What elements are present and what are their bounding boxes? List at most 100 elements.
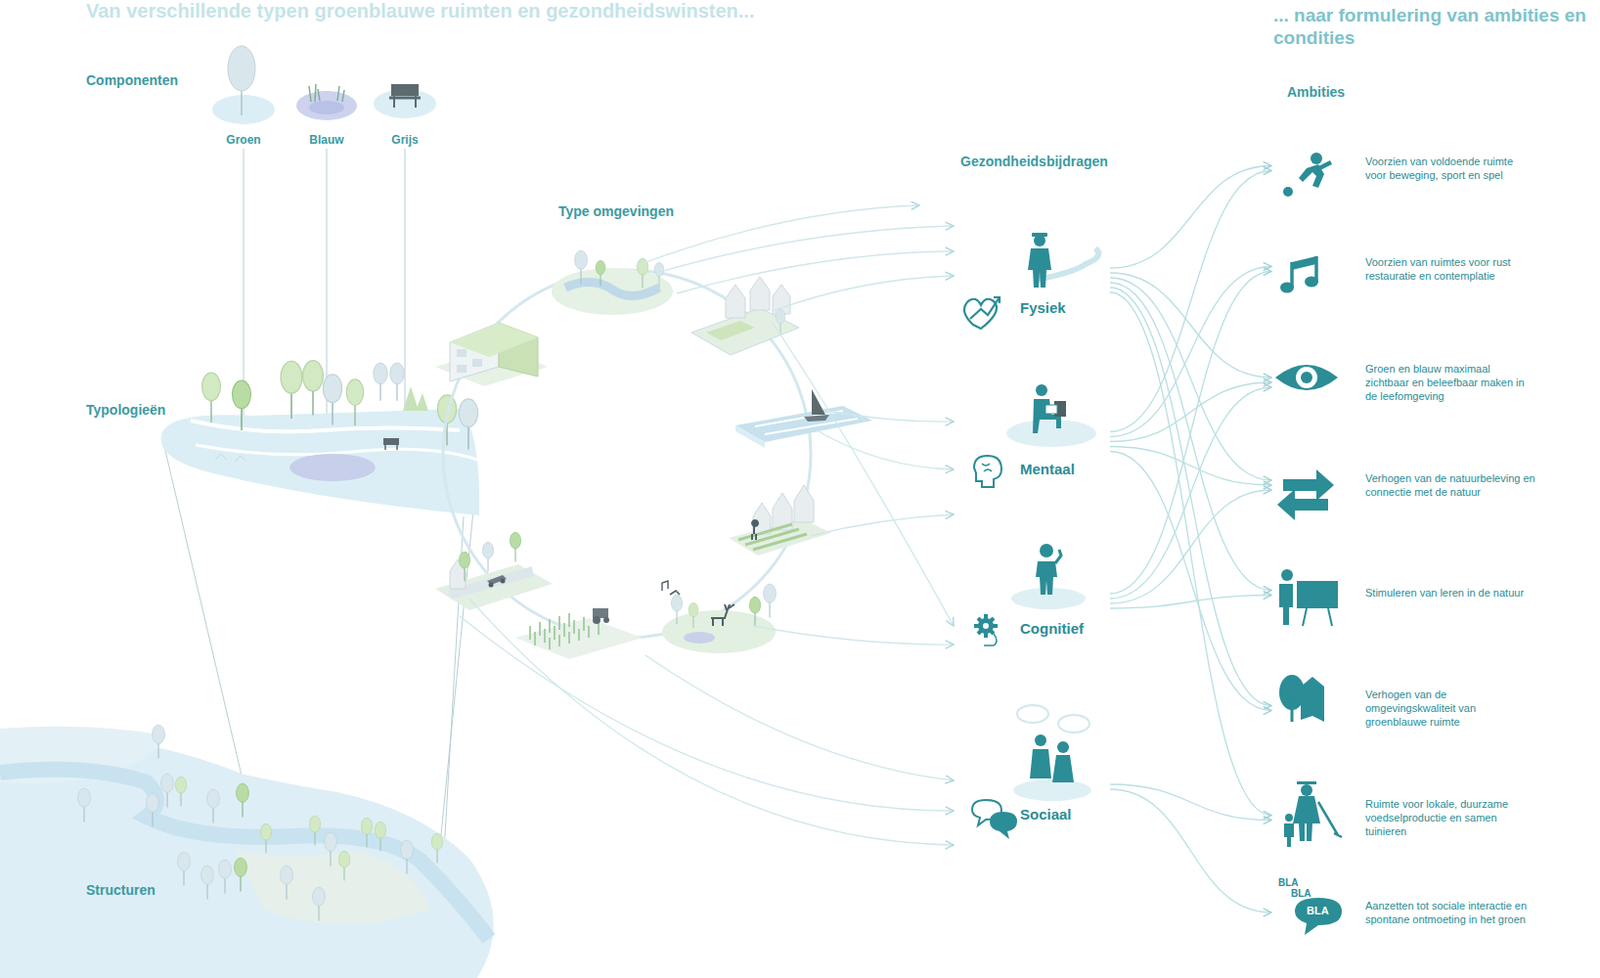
component-grey <box>373 84 437 119</box>
env-water-sailing-part <box>755 410 858 435</box>
structure-trees-part <box>338 850 350 881</box>
structure-trees-part <box>431 833 443 863</box>
flow-lines-part <box>826 410 954 422</box>
structure-trees-part <box>324 832 338 866</box>
env-nature <box>662 580 776 654</box>
column-heading: Componenten <box>86 72 178 89</box>
leader-lines-part <box>404 148 406 443</box>
health-label: Mentaal <box>1020 460 1075 478</box>
flow-lines-part <box>676 251 954 294</box>
ambition-node: Stimuleren van leren in de natuur <box>1271 565 1546 621</box>
ambition-icons-part <box>1310 152 1323 165</box>
structure-landscape-part <box>234 850 431 925</box>
typology-trees-part <box>390 362 404 401</box>
structure-landscape <box>0 726 494 978</box>
ambition-icons-part <box>1302 608 1333 626</box>
ambition-icons-part <box>1292 796 1321 842</box>
health-icons-part <box>1055 549 1062 564</box>
column-heading: Gezondheidsbijdragen <box>960 153 1109 170</box>
structure-trees-part <box>374 821 386 851</box>
env-green-street-part <box>509 532 521 562</box>
icon-text: BLA <box>1290 888 1312 899</box>
ambition-icons-part <box>1280 282 1294 294</box>
env-farmland-part <box>603 617 610 623</box>
component-blue-part <box>309 100 345 115</box>
structure-trees-part <box>236 783 250 817</box>
env-water-sailing-part <box>735 405 873 443</box>
env-park-river-part <box>575 250 588 284</box>
flow-lines-part <box>753 625 954 645</box>
connector-arrow <box>1110 282 1272 591</box>
env-nature-part <box>683 631 715 644</box>
env-nature-part <box>749 596 760 626</box>
typology-landscape-part <box>402 386 429 411</box>
ambition-icons-part <box>1318 160 1333 171</box>
typology-trees-part <box>303 360 324 416</box>
env-water-sailing-part <box>735 425 765 448</box>
ambition-icons-part <box>1318 801 1342 838</box>
page-title: Van verschillende typen groenblauwe ruim… <box>86 0 755 23</box>
environment-ring <box>443 269 811 638</box>
env-green-street-part <box>458 551 470 581</box>
flow-lines-part <box>635 205 920 267</box>
env-green-building <box>435 322 548 387</box>
typology-landscape-part <box>161 408 481 516</box>
flow-lines-part <box>772 275 954 312</box>
connector-arrow <box>1110 166 1272 269</box>
ambition-text: Voorzien van voldoende ruimte voor beweg… <box>1365 154 1537 182</box>
structure-trees-part <box>146 793 160 827</box>
column-heading: Ambities <box>1287 84 1345 100</box>
env-green-street-part <box>482 541 493 572</box>
ambition-icons-part <box>1283 186 1293 197</box>
typology-trees-part <box>322 374 342 426</box>
ambition-text: Ruimte voor lokale, duurzame voedselprod… <box>1365 797 1537 839</box>
typology-trees-part <box>280 360 303 419</box>
env-park-river-part <box>595 260 606 286</box>
env-gardens-part <box>706 320 756 341</box>
ambition-node: Groen en blauw maximaal zichtbaar en bel… <box>1271 355 1546 410</box>
env-urban-farming-part <box>738 524 807 550</box>
ambition-text: Verhogen van de omgevingskwaliteit van g… <box>1365 687 1537 729</box>
structure-trees-part <box>207 789 221 823</box>
component-green <box>212 45 275 125</box>
ambition-icons-part <box>1275 364 1338 391</box>
structure-landscape-part <box>0 739 494 978</box>
structure-trees-part <box>161 773 175 807</box>
flow-lines-part <box>459 616 954 811</box>
structure-trees-part <box>152 724 166 758</box>
typology-trees-part <box>346 379 364 426</box>
connector-arrow <box>1110 387 1272 599</box>
connector-arrow <box>1110 171 1272 433</box>
health-node: Fysiek <box>963 228 1111 332</box>
flow-lines-part <box>809 514 954 536</box>
health-icons-part <box>1035 384 1048 397</box>
health-icons-part <box>982 622 989 629</box>
ambition-icons-part <box>1295 366 1318 389</box>
health-node: Cognitief <box>963 549 1111 653</box>
health-icons-part <box>983 633 997 646</box>
ambition-icons-part <box>1290 696 1294 722</box>
row-heading: Typologieën <box>86 401 166 418</box>
ambition-icons-part <box>1294 897 1342 935</box>
structure-trees-part <box>175 776 186 806</box>
structure-trees <box>78 724 444 921</box>
structure-trees-part <box>260 823 271 853</box>
env-nature-part <box>711 604 735 626</box>
structure-trees-part <box>400 840 414 874</box>
ambition-icons-part <box>1296 580 1338 609</box>
connector-arrow <box>1110 272 1272 378</box>
health-icons-part <box>970 297 1000 319</box>
ambition-icons-part <box>1300 784 1313 797</box>
connector-arrow <box>1110 292 1272 816</box>
ambition-node: Verhogen van de omgevingskwaliteit van g… <box>1271 680 1546 736</box>
health-icons-part <box>1057 741 1069 754</box>
flow-lines-part <box>816 430 954 470</box>
ambition-icons-part <box>1291 256 1317 270</box>
connector-arrow <box>1110 784 1272 821</box>
ambition-node: Aanzetten tot sociale interactie en spon… <box>1271 885 1546 940</box>
component-label: Blauw <box>297 133 356 147</box>
health-label: Fysiek <box>1020 299 1067 316</box>
health-icons-part <box>1034 734 1047 747</box>
